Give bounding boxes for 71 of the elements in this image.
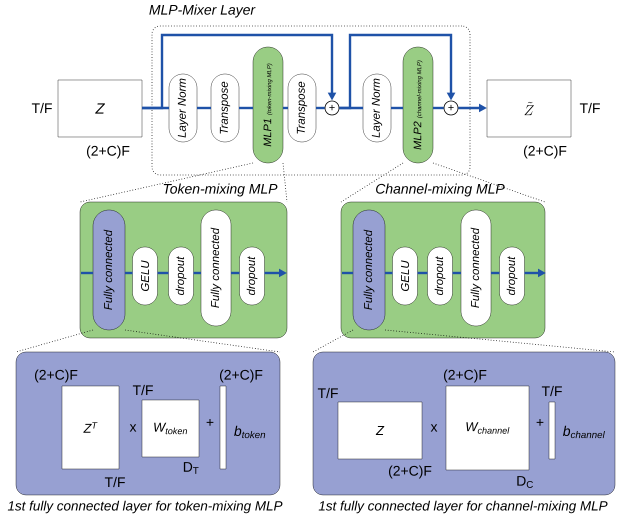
matrix-box: Z — [58, 80, 142, 138]
dimension-label: T/F — [104, 476, 125, 488]
connector-line — [194, 272, 201, 274]
connector-line — [231, 272, 240, 274]
connector-line — [418, 272, 428, 274]
operator-sign: x — [130, 424, 136, 432]
panel-title: 1st fully connected layer for token-mixing MLP — [8, 500, 282, 514]
layer-pill: Fully connected — [352, 210, 386, 330]
layer-pill: Fully connected — [460, 210, 492, 326]
layer-pill: dropout — [427, 246, 453, 306]
layer-pill: Fully connected — [200, 210, 232, 326]
dimension-label: (2+C)F — [524, 146, 566, 158]
dimension-label: (2+C)F — [86, 146, 130, 158]
layer-pill: dropout — [168, 246, 194, 306]
operator-sign: + — [206, 418, 214, 426]
layer-pill: Layer Norm — [362, 74, 392, 142]
matrix-box: Z — [338, 402, 422, 460]
leader-line — [384, 330, 616, 352]
panel-title: Token-mixing MLP — [164, 184, 278, 196]
vector-label: b$_{channel}$ — [562, 426, 605, 438]
connector-line — [197, 106, 211, 110]
leader-line — [124, 330, 280, 352]
connector-line — [433, 106, 444, 110]
dimension-label: D$_{T}$ — [184, 462, 199, 474]
operator-sign: x — [430, 424, 438, 432]
connector-line — [342, 272, 353, 274]
connector-line — [452, 272, 461, 274]
connector-line — [158, 272, 168, 274]
leader-line — [340, 162, 404, 202]
connector-line — [81, 272, 93, 274]
dimension-label: T/F — [542, 386, 562, 396]
dimension-label: T/F — [132, 384, 153, 396]
matrix-box: W$_{token}$ — [142, 400, 200, 458]
panel-title: 1st fully connected layer for channel-mixing MLP — [318, 500, 608, 514]
connector-line — [239, 106, 253, 110]
leader-line — [312, 330, 354, 352]
layer-pill: GELU — [392, 246, 418, 306]
connector-line — [283, 106, 288, 110]
layer-pill: dropout — [499, 246, 525, 306]
dimension-label: D$_{C}$ — [517, 476, 533, 488]
leader-line — [80, 162, 254, 202]
dimension-label: T/F — [32, 102, 52, 114]
panel-title: MLP-Mixer Layer — [149, 4, 256, 18]
dimension-label: (2+C)F — [34, 370, 78, 382]
matrix-box: $\tilde{Z}$ — [486, 80, 572, 138]
dimension-label: (2+C)F — [444, 370, 486, 382]
connector-line — [385, 272, 392, 274]
layer-pill: GELU — [132, 246, 158, 306]
dimension-label: T/F — [318, 388, 338, 398]
leader-line — [432, 162, 546, 202]
operator-sign: + — [536, 418, 544, 426]
leader-line — [282, 162, 288, 202]
arrow — [339, 34, 456, 110]
arrow — [142, 34, 336, 110]
dimension-label: (2+C)F — [220, 370, 262, 382]
dimension-label: T/F — [580, 102, 600, 114]
layer-pill: Layer Norm — [168, 74, 198, 142]
layer-pill: Transpose — [210, 74, 240, 142]
layer-pill: Fully connected — [92, 210, 126, 330]
connector-line — [316, 106, 325, 110]
panel-title: Channel-mixing MLP — [376, 184, 505, 196]
dimension-label: (2+C)F — [388, 466, 432, 478]
layer-pill: dropout — [239, 246, 265, 306]
matrix-box: Z$^{T}$ — [62, 386, 120, 470]
connector-line — [491, 272, 500, 274]
layer-pill: Transpose — [288, 74, 316, 142]
connector-line — [391, 106, 403, 110]
connector-line — [125, 272, 132, 274]
vector-label: b$_{token}$ — [234, 426, 266, 438]
leader-line — [16, 330, 94, 352]
matrix-box: W$_{channel}$ — [446, 386, 530, 470]
